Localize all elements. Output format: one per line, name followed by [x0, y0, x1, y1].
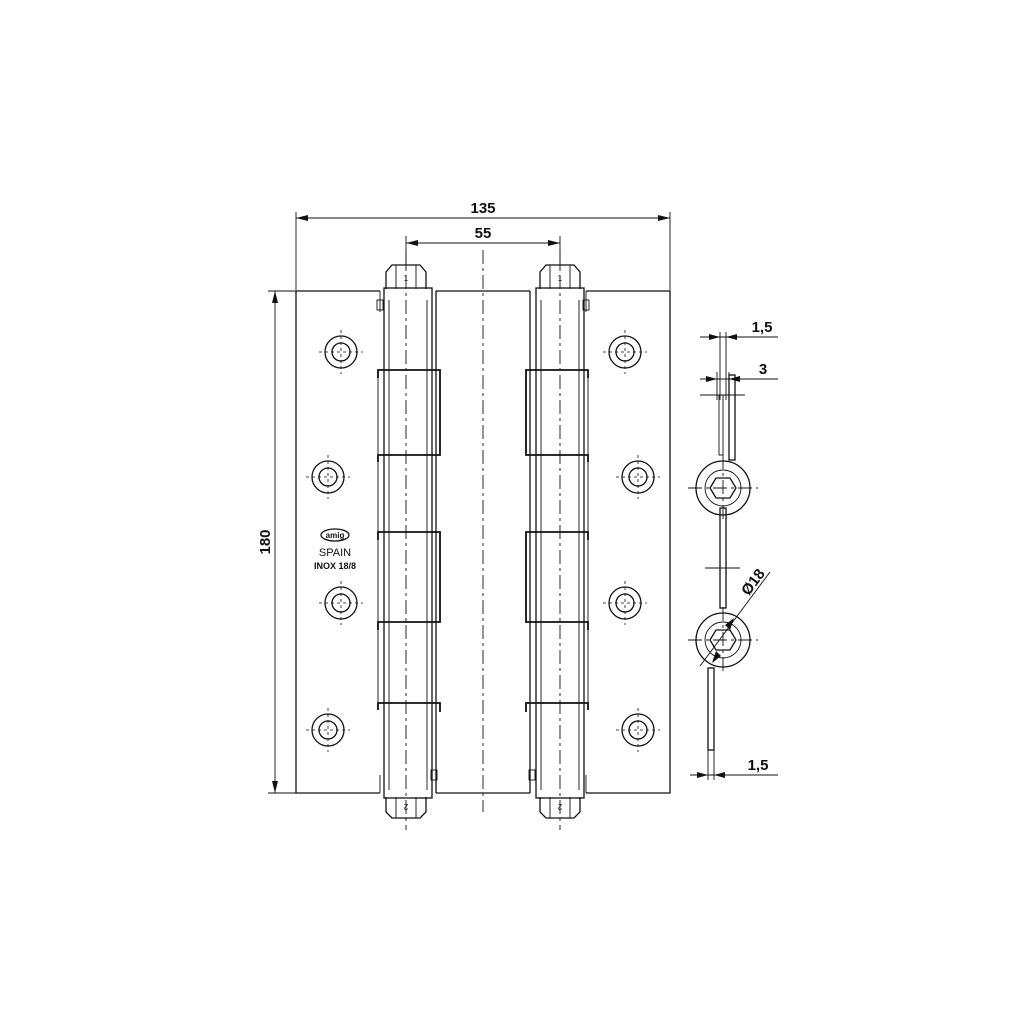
side-view [688, 374, 758, 751]
brand-logo: amig [326, 531, 345, 540]
left-leaf [295, 290, 438, 794]
origin-text: SPAIN [319, 547, 351, 559]
manufacturer-marking: amig SPAIN INOX 18/8 [314, 528, 356, 571]
dimension-gap: 3 [700, 361, 778, 400]
diameter-label: Ø18 [738, 566, 769, 599]
dimension-leaf-thickness-top: 1,5 [700, 319, 778, 400]
center-leaf [435, 250, 531, 812]
pin-spacing-label: 55 [475, 225, 492, 242]
right-leaf [528, 290, 671, 794]
top-nut-marking-right: 1 [558, 274, 563, 283]
bottom-nut-marking: 2 [403, 802, 408, 811]
top-nut-marking: 1 [404, 274, 409, 283]
screw-holes-right [602, 329, 661, 753]
dimension-pin-spacing: 55 [405, 225, 561, 268]
gap-label: 3 [759, 361, 767, 378]
dimension-overall-width: 135 [295, 200, 671, 290]
overall-width-label: 135 [470, 200, 495, 217]
bottom-nut-marking-right: 2 [557, 802, 562, 811]
leaf-thickness-bottom-label: 1,5 [748, 757, 769, 774]
right-barrel: 1 2 [525, 250, 589, 830]
material-text: INOX 18/8 [314, 561, 356, 571]
dimension-height: 180 [257, 290, 296, 794]
leaf-thickness-top-label: 1,5 [752, 319, 773, 336]
left-barrel: 1 2 [377, 250, 441, 830]
dimension-leaf-thickness-bottom: 1,5 [690, 750, 778, 780]
height-label: 180 [257, 529, 274, 554]
